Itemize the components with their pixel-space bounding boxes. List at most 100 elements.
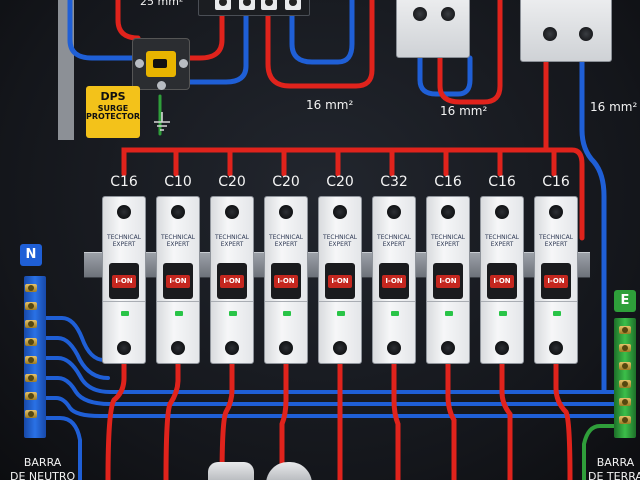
breaker-rating-6: C32: [380, 174, 408, 190]
circuit-breaker-8[interactable]: TECHNICAL EXPERT I-ON: [480, 196, 524, 364]
neutral-label-line2: DE NEUTRO: [10, 469, 76, 480]
bottom-device-right: [266, 462, 312, 480]
live-loop-wire: [437, 0, 503, 105]
status-led: [391, 311, 399, 316]
terminal-screw-icon: [25, 392, 37, 400]
terminal-screw-icon: [135, 59, 144, 68]
breaker-toggle[interactable]: I-ON: [325, 263, 355, 299]
breaker-brand: TECHNICAL EXPERT: [268, 234, 304, 248]
live-out-7: [445, 361, 457, 480]
toggle-state-label: I-ON: [112, 275, 136, 288]
terminal-screw-icon: [25, 356, 37, 364]
cable-size-label-b: 16 mm²: [440, 104, 488, 118]
breaker-rating-4: C20: [272, 174, 300, 190]
toggle-state-label: I-ON: [436, 275, 460, 288]
neutral-loop-wire: [417, 55, 473, 97]
status-led: [175, 311, 183, 316]
terminal-screw-icon: [619, 344, 631, 352]
terminal-screw-icon: [25, 410, 37, 418]
neutral-out-3: [42, 356, 618, 394]
terminal-screw-icon: [441, 205, 455, 219]
terminal-screw-icon: [225, 341, 239, 355]
terminal-screw-icon: [179, 59, 188, 68]
breaker-rating-5: C20: [326, 174, 354, 190]
terminal-screw-icon: [25, 338, 37, 346]
terminal-screw-icon: [619, 398, 631, 406]
terminal-screw-icon: [285, 0, 301, 10]
breaker-toggle[interactable]: I-ON: [433, 263, 463, 299]
circuit-breaker-5[interactable]: TECHNICAL EXPERT I-ON: [318, 196, 362, 364]
neutral-down-wire: [579, 49, 607, 393]
breaker-seam: [535, 301, 577, 302]
dps-subtitle: SURGE PROTECTOR: [86, 103, 141, 121]
neutral-bar-label: BARRA DE NEUTRO: [10, 456, 75, 480]
terminal-screw-icon: [579, 27, 593, 41]
status-led: [337, 311, 345, 316]
terminal-screw-icon: [549, 341, 563, 355]
circuit-breaker-4[interactable]: TECHNICAL EXPERT I-ON: [264, 196, 308, 364]
cable-size-label-a: 16 mm²: [306, 98, 354, 112]
terminal-screw-icon: [25, 320, 37, 328]
terminal-screw-icon: [239, 0, 255, 10]
breaker-seam: [373, 301, 415, 302]
neutral-out-4: [42, 376, 618, 406]
terminal-screw-icon: [441, 341, 455, 355]
terminal-screw-icon: [549, 205, 563, 219]
breaker-toggle[interactable]: I-ON: [541, 263, 571, 299]
status-led: [553, 311, 561, 316]
neutral-wire-dps: [67, 0, 135, 61]
terminal-screw-icon: [25, 284, 37, 292]
neutral-out-1: [42, 316, 106, 362]
terminal-screw-icon: [279, 205, 293, 219]
circuit-breaker-6[interactable]: TECHNICAL EXPERT I-ON: [372, 196, 416, 364]
breaker-brand: TECHNICAL EXPERT: [538, 234, 574, 248]
dps-title: DPS: [100, 90, 126, 103]
circuit-breaker-1[interactable]: TECHNICAL EXPERT I-ON: [102, 196, 146, 364]
terminal-screw-icon: [441, 7, 455, 21]
breaker-brand: TECHNICAL EXPERT: [430, 234, 466, 248]
ground-bus-bar: [614, 318, 636, 438]
breaker-brand: TECHNICAL EXPERT: [322, 234, 358, 248]
ground-bar-label: BARRA DE TERRA: [588, 456, 640, 480]
breaker-rating-8: C16: [488, 174, 516, 190]
neutral-out-5: [42, 396, 618, 418]
status-led: [445, 311, 453, 316]
toggle-state-label: I-ON: [220, 275, 244, 288]
status-led: [121, 311, 129, 316]
toggle-state-label: I-ON: [382, 275, 406, 288]
breaker-brand: TECHNICAL EXPERT: [484, 234, 520, 248]
breaker-toggle[interactable]: I-ON: [379, 263, 409, 299]
terminal-screw-icon: [215, 0, 231, 10]
energy-meter-terminals: [198, 0, 310, 16]
breaker-rating-1: C16: [110, 174, 138, 190]
surge-protector-device: [132, 38, 190, 90]
terminal-screw-icon: [333, 341, 347, 355]
breaker-rating-9: C16: [542, 174, 570, 190]
ground-badge: E: [614, 290, 636, 312]
breaker-toggle[interactable]: I-ON: [271, 263, 301, 299]
breaker-toggle[interactable]: I-ON: [217, 263, 247, 299]
toggle-state-label: I-ON: [490, 275, 514, 288]
terminal-screw-icon: [117, 341, 131, 355]
live-wire-meter-main: [265, 0, 375, 89]
breaker-seam: [157, 301, 199, 302]
breaker-toggle[interactable]: I-ON: [109, 263, 139, 299]
status-led: [229, 311, 237, 316]
circuit-breaker-9[interactable]: TECHNICAL EXPERT I-ON: [534, 196, 578, 364]
breaker-toggle[interactable]: I-ON: [163, 263, 193, 299]
terminal-screw-icon: [619, 380, 631, 388]
circuit-breaker-7[interactable]: TECHNICAL EXPERT I-ON: [426, 196, 470, 364]
circuit-breaker-3[interactable]: TECHNICAL EXPERT I-ON: [210, 196, 254, 364]
terminal-screw-icon: [157, 81, 166, 90]
supply-section-label: 25 mm²: [140, 0, 184, 8]
ground-label-line2: DE TERRA: [588, 469, 640, 480]
terminal-screw-icon: [387, 341, 401, 355]
terminal-screw-icon: [387, 205, 401, 219]
status-led: [283, 311, 291, 316]
breaker-toggle[interactable]: I-ON: [487, 263, 517, 299]
ground-out-1: [582, 424, 622, 480]
breaker-seam: [319, 301, 361, 302]
circuit-breaker-2[interactable]: TECHNICAL EXPERT I-ON: [156, 196, 200, 364]
neutral-out-6: [42, 416, 82, 480]
